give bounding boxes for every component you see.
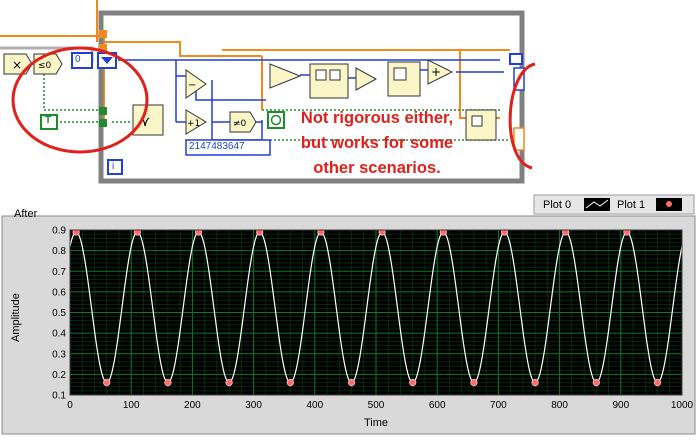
x-axis-label: Time [364,417,389,429]
index-constant[interactable] [71,52,93,69]
x-tick-label: 400 [306,400,323,411]
plot-1-point [103,379,111,387]
green-tunnel-2 [99,119,107,127]
annotation-ellipse-right [508,62,536,170]
y-tick-label: 0.5 [52,308,66,319]
x-tick-label: 600 [429,400,446,411]
parallel-node [355,67,378,91]
svg-text:+1: +1 [187,119,200,129]
plot-1-point [164,379,172,387]
big-constant-box[interactable] [185,139,271,156]
annotation-line-1: Not rigorous either, [300,109,454,127]
output-terminal-bot[interactable] [513,127,525,151]
plot-1-point [653,379,662,387]
not-zero-node: ≠0 [229,111,257,133]
block-diagram: × ≤0 ⋎ − +1 ≠0 [0,0,536,184]
x-tick-labels: 0 100 200 300 400 500 600 700 800 900 1000 [67,400,693,411]
svg-text:≤0: ≤0 [38,61,52,71]
green-tunnel-1 [99,107,107,115]
while-loop-frame[interactable] [98,10,525,184]
bool-constant-value: T [45,115,52,126]
index-array-node [465,109,497,141]
loop-condition-icon[interactable] [267,111,285,129]
plot-1-point [531,379,539,387]
plot-1-point [592,379,600,387]
plot-1-point [347,379,356,387]
select-node: ⋎ [132,104,164,136]
add-node: + [427,59,454,85]
plot-0-line [69,231,683,384]
y-tick-label: 0.4 [52,329,66,340]
x-tick-label: 300 [245,400,262,411]
plot-1-point [286,379,294,387]
svg-text:×: × [12,58,22,72]
grid-lines [69,229,683,396]
y-tick-label: 0.3 [52,349,66,360]
y-tick-labels: 0.1 0.2 0.3 0.4 0.5 0.6 0.7 0.8 0.9 [52,226,66,402]
legend-plot-0-line [585,199,609,209]
annotation-text: Not rigorous either, but works for some … [283,106,471,181]
array-index-node [387,61,421,97]
array-build-node [309,63,349,99]
svg-text:≠0: ≠0 [233,119,247,129]
y-tick-label: 0.6 [52,287,66,298]
graph-caption: After [14,208,38,220]
bool-constant-box[interactable] [40,114,58,130]
x-tick-label: 700 [490,400,507,411]
svg-text:+: + [431,65,441,79]
orange-tunnel-2 [99,44,107,52]
plot-1-point [225,379,233,387]
x-tick-label: 500 [368,400,385,411]
x-tick-label: 0 [67,400,73,411]
y-tick-label: 0.2 [52,370,66,381]
plot-1-point [409,379,417,387]
legend-plot-1-marker [666,201,672,207]
plot-area-border [69,229,683,396]
plot-1-point [470,379,478,387]
output-terminal-top[interactable] [509,53,523,65]
annotation-line-3: other scenarios. [313,159,441,177]
loop-index-label: i [112,161,115,172]
svg-text:−: − [188,80,196,91]
y-tick-label: 0.9 [52,226,66,237]
divide-node [269,63,302,89]
orange-tunnel-1 [99,30,107,38]
svg-text:⋎: ⋎ [140,114,150,130]
not-equal-zero-node: ≤0 [33,53,63,75]
legend-plot-1-label: Plot 1 [617,199,646,211]
annotation-ellipse-left [11,46,149,154]
x-tick-label: 800 [551,400,568,411]
loop-index-box [107,159,123,175]
x-tick-label: 900 [612,400,629,411]
y-tick-label: 0.8 [52,246,66,257]
plot-legend[interactable] [533,194,695,215]
x-tick-label: 200 [184,400,201,411]
x-tick-label: 100 [123,400,140,411]
y-tick-label: 0.7 [52,267,66,278]
plot-0-curve [69,231,683,384]
x-tick-label: 1000 [671,400,694,411]
index-constant-value: 0 [75,54,81,65]
increment-node: +1 [185,109,207,135]
annotation-line-2: but works for some [300,134,454,152]
shift-register-terminal[interactable] [97,52,117,69]
y-axis-label: Amplitude [10,293,22,342]
big-constant-value: 2147483647 [189,141,245,152]
multiply-node: × [3,53,33,75]
y-tick-label: 0.1 [52,391,66,402]
legend-plot-0-label: Plot 0 [543,199,572,211]
subtract-node: − [185,69,207,99]
